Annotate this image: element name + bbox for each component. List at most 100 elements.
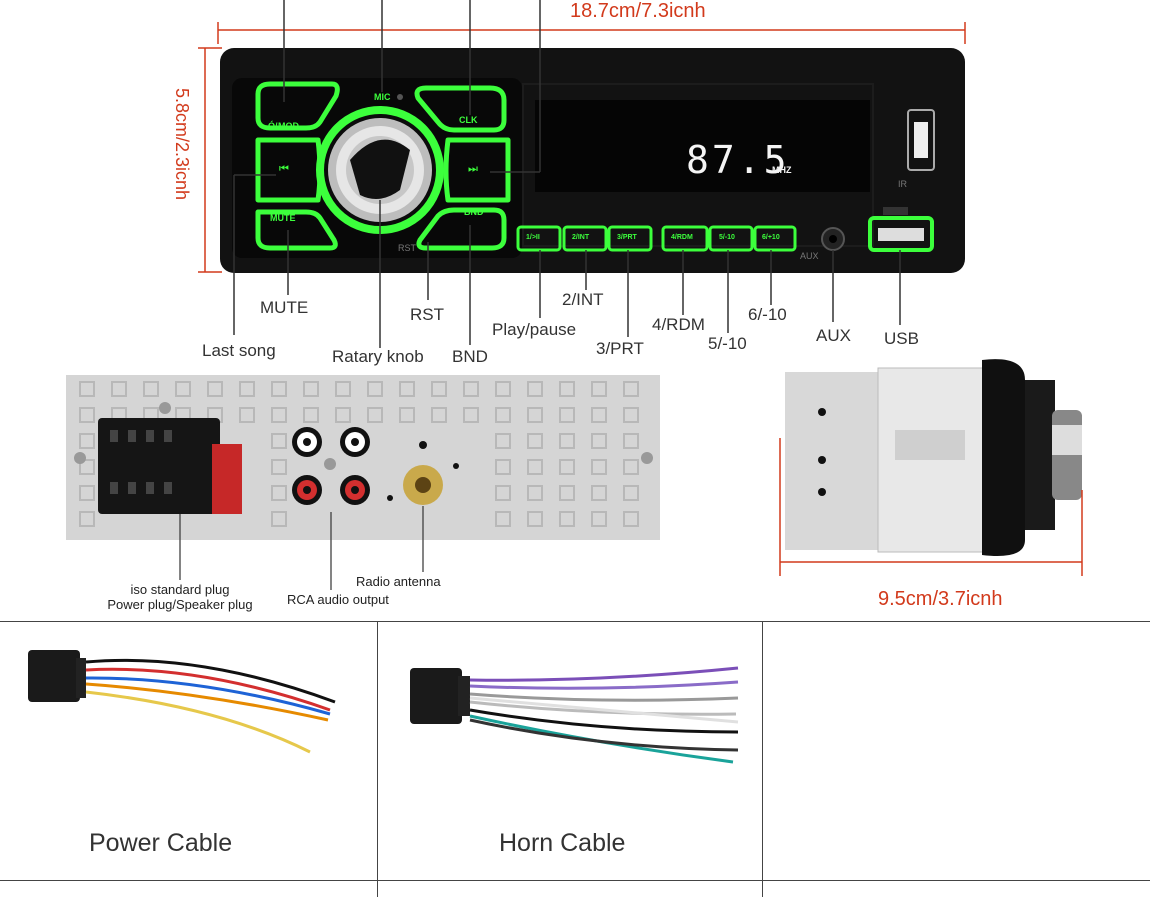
rear-vent-hole — [495, 407, 511, 423]
rear-vent-hole — [559, 511, 575, 527]
mute-button-label[interactable]: MUTE — [270, 213, 296, 223]
preset-5-button[interactable]: 5/-10 — [719, 234, 735, 241]
callout-rst: RST — [410, 305, 444, 324]
rear-vent-hole — [335, 407, 351, 423]
preset-3-button[interactable]: 3/PRT — [617, 234, 637, 241]
callout-minus10: 5/-10 — [708, 334, 747, 353]
rear-vent-hole — [559, 485, 575, 501]
rear-vent-hole — [271, 407, 287, 423]
rear-vent-hole — [79, 511, 95, 527]
rear-vent-hole — [591, 459, 607, 475]
rear-vent-hole — [271, 433, 287, 449]
callout-aux: AUX — [816, 326, 851, 345]
callout-play-pause: Play/pause — [492, 320, 577, 339]
callout-rdm: 4/RDM — [652, 315, 705, 334]
rear-vent-hole — [495, 459, 511, 475]
faceplate-diagram: Ó/ — [198, 0, 966, 348]
rear-vent-hole — [527, 459, 543, 475]
depth-dimension-label: 9.5cm/3.7icnh — [878, 588, 1003, 610]
rear-vent-hole — [623, 381, 639, 397]
rear-vent-hole — [495, 381, 511, 397]
rear-vent-hole — [79, 407, 95, 423]
rear-vent-hole — [623, 433, 639, 449]
side-view-diagram — [779, 359, 1083, 576]
next-track-icon[interactable]: ⏭ — [468, 163, 478, 175]
rear-vent-hole — [431, 381, 447, 397]
rear-vent-hole — [463, 381, 479, 397]
label-radio-antenna: Radio antenna — [356, 574, 441, 589]
rear-vent-hole — [495, 433, 511, 449]
horn-cable-image — [410, 666, 739, 764]
rear-vent-hole — [559, 459, 575, 475]
callout-mute: MUTE — [260, 298, 309, 317]
power-cable-image — [28, 650, 336, 754]
rear-panel-diagram — [66, 375, 660, 590]
label-iso-plug: iso standard plug Power plug/Speaker plu… — [92, 582, 268, 612]
bnd-button-label[interactable]: BND — [464, 207, 484, 217]
grid-line-v1 — [377, 621, 378, 897]
preset-4-button[interactable]: 4/RDM — [671, 234, 693, 241]
rear-vent-hole — [559, 381, 575, 397]
rst-face-label: RST — [398, 243, 416, 253]
callout-int: 2/INT — [562, 290, 604, 309]
rear-vent-hole — [623, 511, 639, 527]
rear-vent-hole — [399, 407, 415, 423]
rear-vent-hole — [79, 485, 95, 501]
grid-line-top — [0, 621, 1150, 622]
rear-vent-hole — [591, 407, 607, 423]
callout-last-song: Last song — [202, 341, 276, 360]
rear-vent-hole — [591, 433, 607, 449]
rear-vent-hole — [623, 485, 639, 501]
preset-6-button[interactable]: 6/+10 — [762, 234, 780, 241]
rear-vent-hole — [367, 381, 383, 397]
preset-2-button[interactable]: 2/INT — [572, 234, 590, 241]
callout-plus10: 6/-10 — [748, 305, 787, 324]
rear-vent-hole — [495, 485, 511, 501]
preset-1-button[interactable]: 1/>II — [526, 234, 540, 241]
mod-button-label[interactable]: MOD — [278, 121, 299, 131]
label-iso-line2: Power plug/Speaker plug — [107, 597, 253, 612]
mod-button-label: Ó/ — [268, 120, 278, 131]
rear-vent-hole — [335, 381, 351, 397]
rear-vent-hole — [399, 381, 415, 397]
rear-vent-hole — [527, 511, 543, 527]
label-rca-output: RCA audio output — [287, 592, 389, 607]
frequency-display: 87.5 — [686, 138, 790, 182]
rear-vent-hole — [623, 459, 639, 475]
rear-vent-hole — [527, 381, 543, 397]
rear-vent-hole — [79, 381, 95, 397]
rear-vent-hole — [271, 381, 287, 397]
callout-usb: USB — [884, 329, 919, 348]
callout-prt: 3/PRT — [596, 339, 644, 358]
rear-vent-hole — [431, 407, 447, 423]
callout-rotary-knob: Ratary knob — [332, 347, 424, 366]
ir-face-label: IR — [898, 179, 907, 189]
rear-vent-hole — [559, 407, 575, 423]
aux-face-label: AUX — [800, 251, 819, 261]
rear-vent-hole — [527, 433, 543, 449]
rear-vent-hole — [591, 511, 607, 527]
rear-vent-hole — [111, 381, 127, 397]
clk-button-label[interactable]: CLK — [459, 115, 478, 125]
frequency-unit: MHZ — [772, 165, 792, 175]
power-cable-title: Power Cable — [89, 829, 233, 857]
prev-track-icon[interactable]: ⏮ — [279, 163, 289, 175]
rear-vent-hole — [591, 485, 607, 501]
rear-vent-hole — [303, 381, 319, 397]
rear-vent-hole — [79, 459, 95, 475]
rear-vent-hole — [367, 407, 383, 423]
rear-vent-hole — [303, 407, 319, 423]
rear-vent-hole — [527, 485, 543, 501]
rear-vent-hole — [271, 459, 287, 475]
grid-line-v2 — [762, 621, 763, 897]
rear-vent-hole — [239, 407, 255, 423]
rear-vent-hole — [463, 407, 479, 423]
mic-label: MIC — [374, 92, 391, 102]
rear-vent-hole — [79, 433, 95, 449]
rear-vent-hole — [591, 381, 607, 397]
rear-vent-hole — [495, 511, 511, 527]
rear-vent-hole — [207, 381, 223, 397]
callout-bnd: BND — [452, 347, 488, 366]
rear-vent-hole — [527, 407, 543, 423]
grid-line-bottom — [0, 880, 1150, 881]
